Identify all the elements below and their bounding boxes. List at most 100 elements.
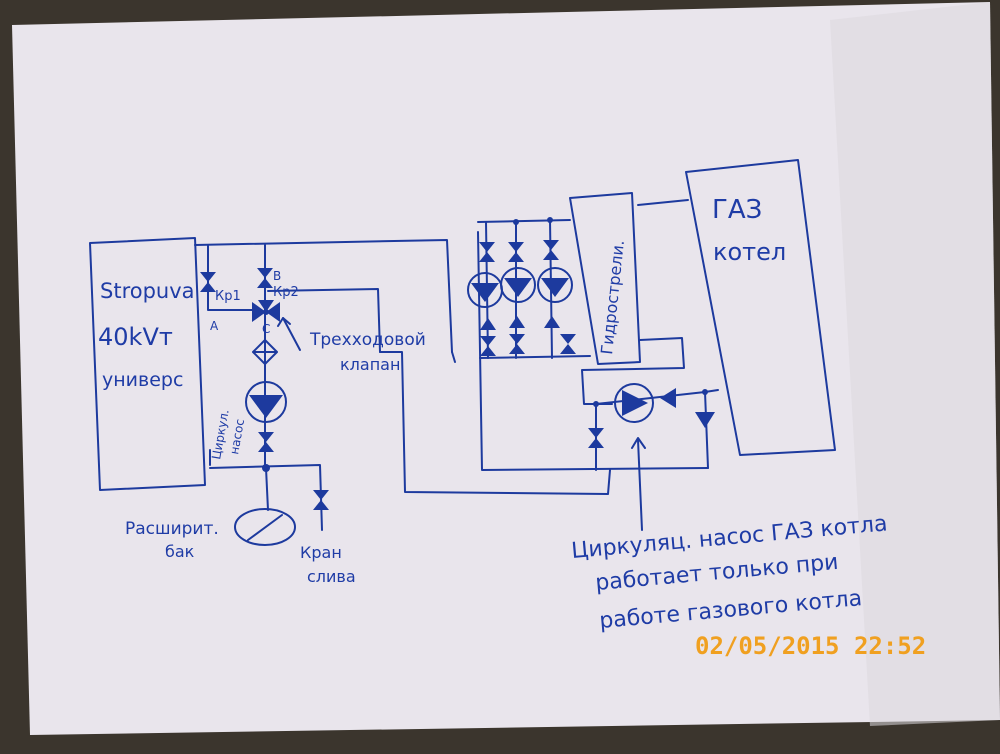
tank-label-2: бак <box>165 542 195 561</box>
hydro-separator-outline <box>569 192 641 365</box>
mvb1a <box>480 336 496 346</box>
gas-right-check <box>695 412 715 428</box>
left-pump-circle <box>245 381 287 423</box>
gas-pump-group <box>588 383 719 531</box>
gas-boiler-label-2: котел <box>713 238 786 266</box>
twv-center <box>263 309 269 315</box>
mvb2b <box>509 344 525 354</box>
drain-label-2: слива <box>307 567 356 586</box>
supply-stub <box>451 351 456 363</box>
hydro-to-gas-line <box>637 199 689 206</box>
vup-bottom <box>258 442 274 452</box>
valve-kp1-top <box>200 272 216 282</box>
gas-pump-dot-right <box>702 389 708 395</box>
left-boiler: Stropuva 40kVт универс <box>89 237 206 491</box>
valve-kp1-bottom <box>200 282 216 292</box>
manifold-check-valves <box>480 316 560 330</box>
manifold-dot-1 <box>513 219 519 225</box>
three-way-pointer-head <box>277 317 291 327</box>
valve-under-pump <box>258 432 274 452</box>
drain-valve-symbol <box>313 490 329 510</box>
mvt1a <box>479 242 495 252</box>
branch-a-line <box>207 244 259 311</box>
mvb3b <box>560 344 576 354</box>
mpump2-tri <box>504 278 532 297</box>
valve-kp2-bottom <box>257 278 273 288</box>
mvt3b <box>543 250 559 260</box>
label-c: C <box>262 322 270 336</box>
mcv1 <box>480 318 496 330</box>
left-circ-pump <box>245 381 287 423</box>
valve-kp1 <box>200 272 216 292</box>
drain-label-1: Кран <box>300 543 342 562</box>
manifold-dot-2 <box>547 217 553 223</box>
hydro-return-line <box>581 337 685 405</box>
mcv3 <box>544 316 560 328</box>
camera-timestamp: 02/05/2015 22:52 <box>695 632 926 660</box>
manifold-bottom-pipe <box>479 355 591 359</box>
paper-shade <box>830 2 1000 726</box>
mvt3a <box>543 240 559 250</box>
left-pump-triangle <box>249 395 283 418</box>
gas-pump-circle <box>614 383 654 423</box>
left-boiler-label-2: 40kVт <box>98 323 173 351</box>
mvb3a <box>560 334 576 344</box>
mpump1-tri <box>471 283 499 302</box>
left-pump-label-2: насос <box>227 418 247 456</box>
manifold-block <box>467 217 709 471</box>
valve-kp2 <box>257 268 273 288</box>
tank-ellipse <box>234 508 296 546</box>
loop-right-line <box>379 351 611 495</box>
twv-left <box>252 302 266 322</box>
manifold-top-pipe <box>477 219 571 223</box>
filter-diamond <box>252 339 278 365</box>
supply-line-top <box>194 239 453 353</box>
mpump3 <box>537 267 573 303</box>
three-way-pointer-arrow <box>282 317 301 351</box>
gas-boiler-outline <box>685 159 836 456</box>
twv-right <box>266 302 280 322</box>
left-boiler-outline <box>89 237 206 491</box>
label-a: A <box>210 319 219 333</box>
manifold-pumps <box>467 267 573 308</box>
manifold-valves-bottom <box>480 334 576 356</box>
tank-line <box>265 467 269 511</box>
twv-top <box>258 300 274 312</box>
left-piping <box>194 239 611 531</box>
gas-valve-bottom <box>588 438 604 448</box>
mvt2b <box>508 252 524 262</box>
expansion-tank-symbol <box>234 508 296 546</box>
dv-bottom <box>313 500 329 510</box>
gas-pump-right-pipe <box>704 391 709 469</box>
tank-arrow <box>247 514 283 541</box>
mcv2 <box>509 316 525 328</box>
gas-boiler: ГАЗ котел <box>685 159 836 456</box>
gas-pump-pointer-head <box>631 437 646 449</box>
dv-top <box>313 490 329 500</box>
label-b: B <box>273 269 281 283</box>
label-kp1: Кр1 <box>215 289 241 304</box>
three-way-label-1: Трехходовой <box>309 330 426 350</box>
gas-valve-top <box>588 428 604 438</box>
mvb2a <box>509 334 525 344</box>
mvb1b <box>480 346 496 356</box>
vup-top <box>258 432 274 442</box>
left-boiler-label-1: Stropuva <box>100 279 195 303</box>
manifold-left-pipe <box>477 231 709 471</box>
junction-dot <box>262 464 270 472</box>
paper-sheet <box>12 2 1000 735</box>
manifold-valves-top <box>479 240 559 262</box>
mpump3-tri <box>541 278 569 297</box>
tank-label-1: Расширит. <box>125 519 219 539</box>
kp2-line <box>267 288 381 353</box>
gas-check-valve <box>660 388 676 408</box>
filter-symbol <box>252 339 278 365</box>
three-way-label-2: клапан <box>340 355 400 374</box>
gas-pump-triangle <box>622 390 648 416</box>
left-boiler-label-3: универс <box>102 369 183 391</box>
mvt1b <box>479 252 495 262</box>
mvt2a <box>508 242 524 252</box>
valve-kp2-top <box>257 268 273 278</box>
